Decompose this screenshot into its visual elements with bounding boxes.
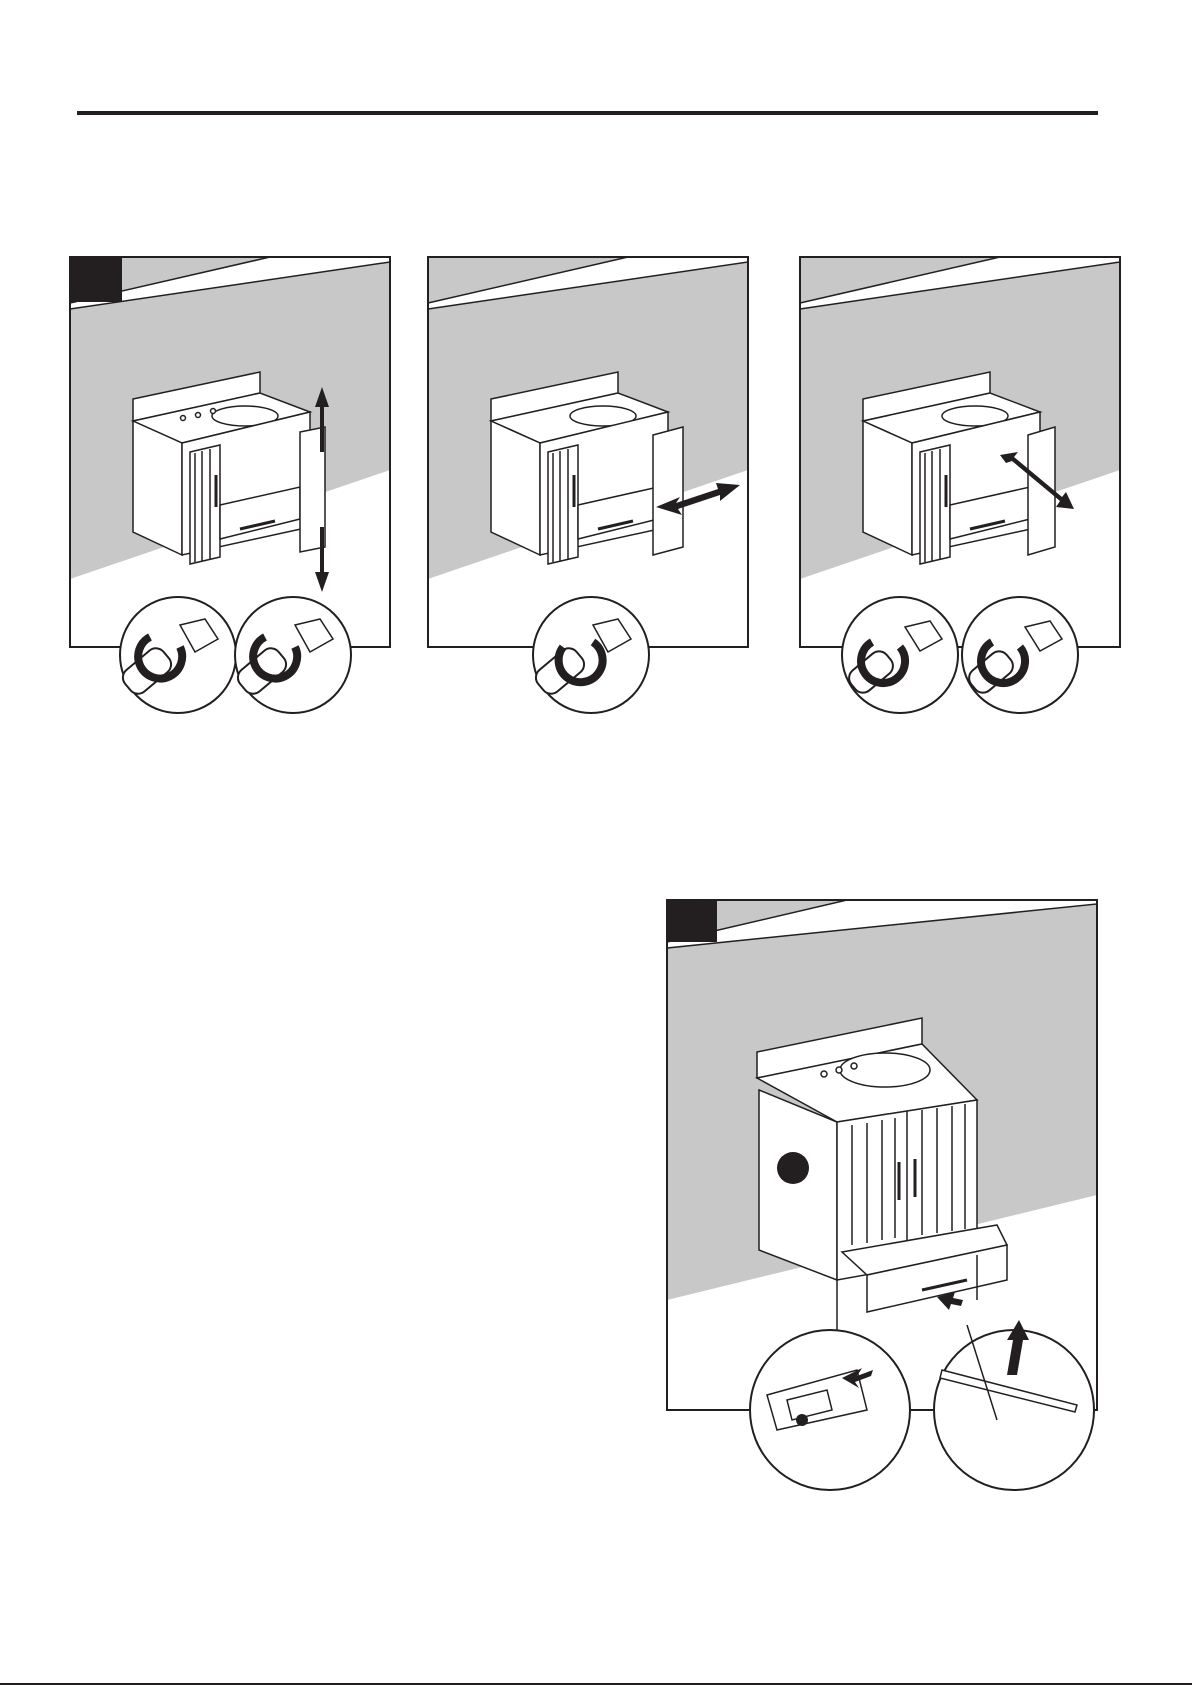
step2-panel-drawer-removal [667,900,1102,1485]
drawer-slide-lever-detail [750,1330,910,1490]
top-rule [77,111,1098,115]
step-number-badge [667,900,717,942]
screwdriver-hinge-detail [119,597,236,713]
step1-panel-vertical-adjustment [70,257,395,712]
part-marker [777,1152,809,1184]
step1-panel-depth-adjustment [800,257,1125,712]
drawer-lift-detail [934,1320,1094,1490]
screwdriver-hinge-detail [234,597,351,713]
screwdriver-hinge-detail [962,597,1078,713]
screwdriver-hinge-detail [842,597,958,713]
screwdriver-hinge-detail [532,597,649,713]
step1-panel-horizontal-adjustment [428,257,753,712]
step-number-badge [70,257,122,302]
